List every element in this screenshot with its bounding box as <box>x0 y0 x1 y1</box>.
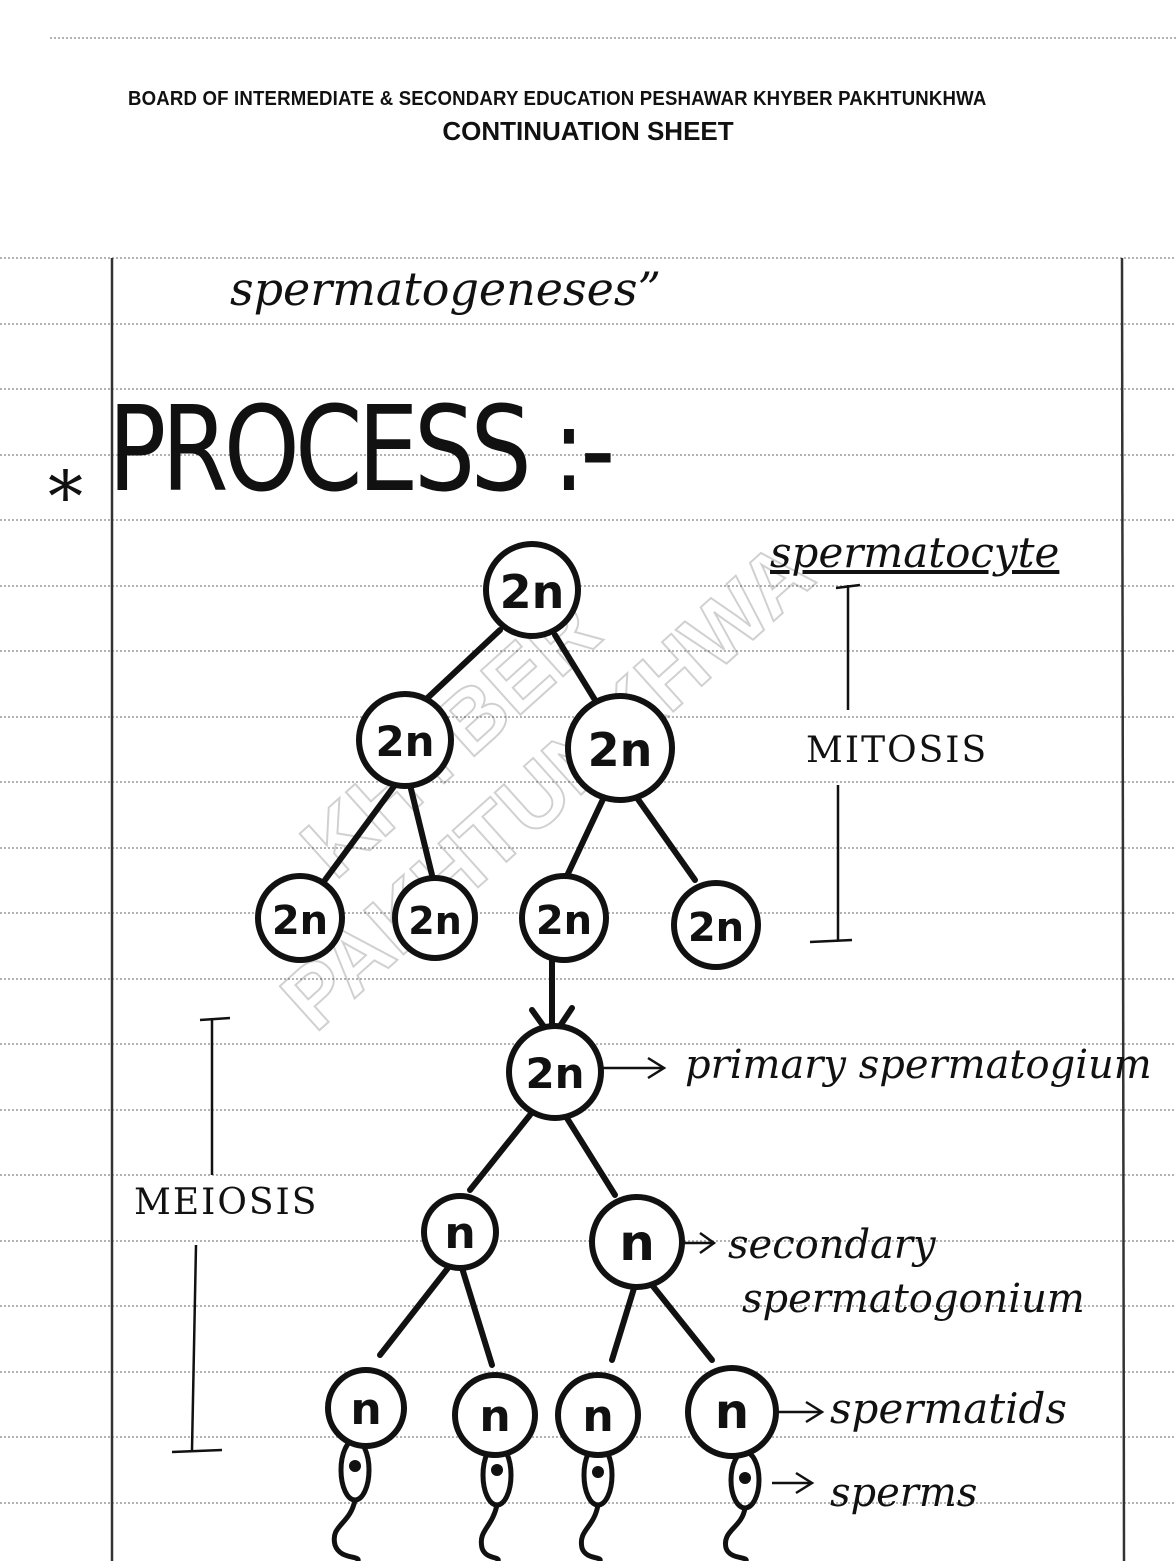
node-spermatid-d: n <box>715 1384 749 1440</box>
node-spermatid-b: n <box>479 1391 510 1442</box>
node-spermatid-c: n <box>582 1391 613 1442</box>
node-spermatid-a: n <box>350 1384 381 1435</box>
node-mitosis-1a: 2n <box>375 717 434 766</box>
node-mitosis-1b: 2n <box>588 723 653 777</box>
ruled-line <box>1120 257 1126 1561</box>
node-mitosis-2a: 2n <box>272 898 328 944</box>
label-sperms: sperms <box>830 1470 978 1516</box>
node-mitosis-2c: 2n <box>536 898 592 944</box>
process-heading: PROCESS :- <box>108 380 615 518</box>
label-secondary-1: secondary <box>728 1222 936 1268</box>
label-mitosis: MITOSIS <box>806 730 989 771</box>
label-meiosis: MEIOSIS <box>134 1182 319 1223</box>
label-secondary-2: spermatogonium <box>742 1276 1085 1322</box>
board-title: BOARD OF INTERMEDIATE & SECONDARY EDUCAT… <box>128 88 987 110</box>
bullet-star: * <box>48 456 83 538</box>
node-primary: 2n <box>525 1049 584 1098</box>
label-spermatocyte: spermatocyte <box>770 528 1060 577</box>
node-mitosis-2b: 2n <box>408 899 462 943</box>
node-mitosis-2d: 2n <box>688 905 744 951</box>
node-spermatocyte: 2n <box>500 565 565 619</box>
label-spermatids: spermatids <box>830 1384 1067 1433</box>
node-secondary-a: n <box>444 1208 475 1259</box>
sheet-title: CONTINUATION SHEET <box>442 116 734 146</box>
label-primary: primary spermatogium <box>685 1042 1152 1088</box>
topic-heading: spermatogeneses” <box>230 262 661 316</box>
node-secondary-b: n <box>619 1214 655 1272</box>
